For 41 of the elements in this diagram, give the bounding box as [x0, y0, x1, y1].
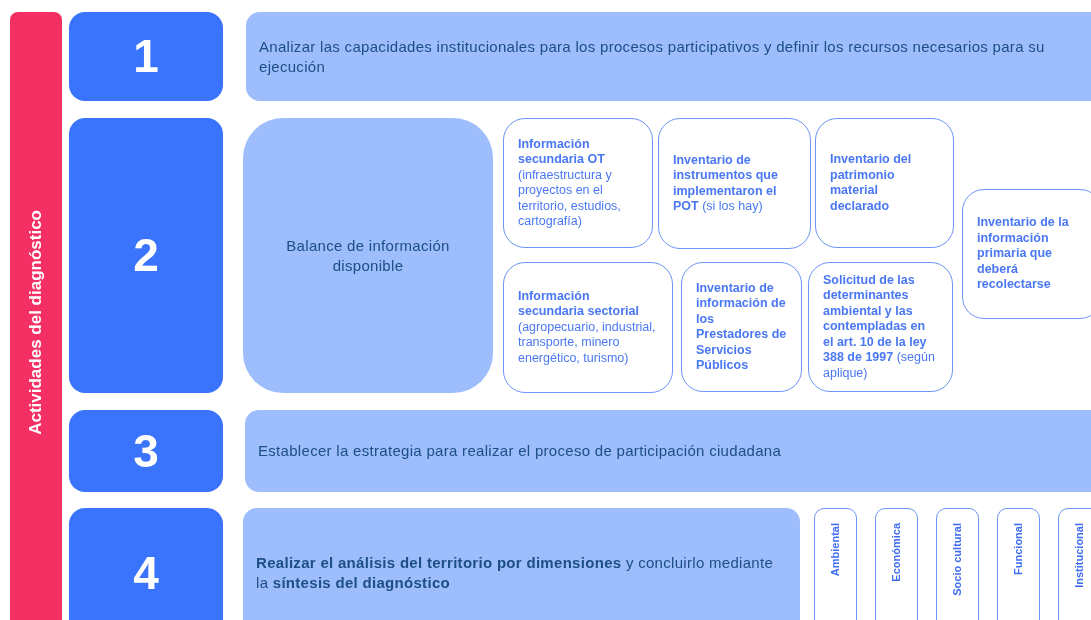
box-text: Realizar el análisis del territorio por dimensiones y concluirlo mediante la síntesis del diagnóstico	[256, 553, 775, 593]
step-number: 1	[133, 29, 159, 84]
box-text: Funcional	[1011, 523, 1026, 575]
box-text: Ambiental	[828, 523, 843, 577]
box-text: Balance de información disponible	[285, 235, 451, 276]
info-card	[681, 262, 802, 392]
info-card	[815, 118, 954, 248]
step-box	[243, 508, 800, 620]
step-number-box	[69, 410, 223, 492]
box-text: Solicitud de las determinantes ambiental y las contempladas en el art. 10 de la ley 388 de 1997 (según aplique)	[823, 272, 936, 382]
box-text: Analizar las capacidades institucionales para los procesos participativos y definir los recursos necesarios para su ejecución	[259, 36, 1046, 77]
section-bar	[10, 12, 62, 620]
box-text: Inventario del patrimonio material declarado	[830, 152, 913, 214]
step-number-box	[69, 508, 223, 620]
step-number: 3	[133, 423, 159, 479]
box-text: Inventario de instrumentos que implementaron el POT (si los hay)	[673, 152, 779, 215]
info-card	[503, 262, 673, 393]
dimension-card	[814, 508, 857, 620]
box-text: Institucional	[1072, 523, 1087, 588]
step-box	[245, 410, 1091, 492]
box-text: Actividades del diagnóstico	[25, 209, 47, 435]
dimension-card	[997, 508, 1040, 620]
step-box	[243, 118, 493, 393]
dimension-card	[875, 508, 918, 620]
info-card	[808, 262, 953, 392]
info-card	[658, 118, 811, 249]
box-text: Información secundaria sectorial (agropecuario, industrial, transporte, minero energético, turismo)	[518, 288, 657, 367]
box-text: Económica	[889, 523, 904, 582]
box-text: Socio cultural	[950, 523, 965, 596]
box-text: Inventario de la información primaria que deberá recolectarse	[977, 215, 1070, 293]
step-number-box	[69, 12, 223, 101]
info-card	[503, 118, 653, 248]
step-number: 4	[133, 545, 159, 601]
step-number-box	[69, 118, 223, 393]
box-text: Establecer la estrategia para realizar el proceso de participación ciudadana	[258, 441, 782, 461]
box-text: Inventario de información de los Prestadores de Servicios Públicos	[696, 280, 787, 374]
step-number: 2	[133, 228, 159, 283]
info-card	[962, 189, 1091, 319]
step-box	[246, 12, 1091, 101]
dimension-card	[936, 508, 979, 620]
box-text: Información secundaria OT (infraestructura y proyectos en el territorio, estudios, cartografía)	[518, 136, 622, 230]
